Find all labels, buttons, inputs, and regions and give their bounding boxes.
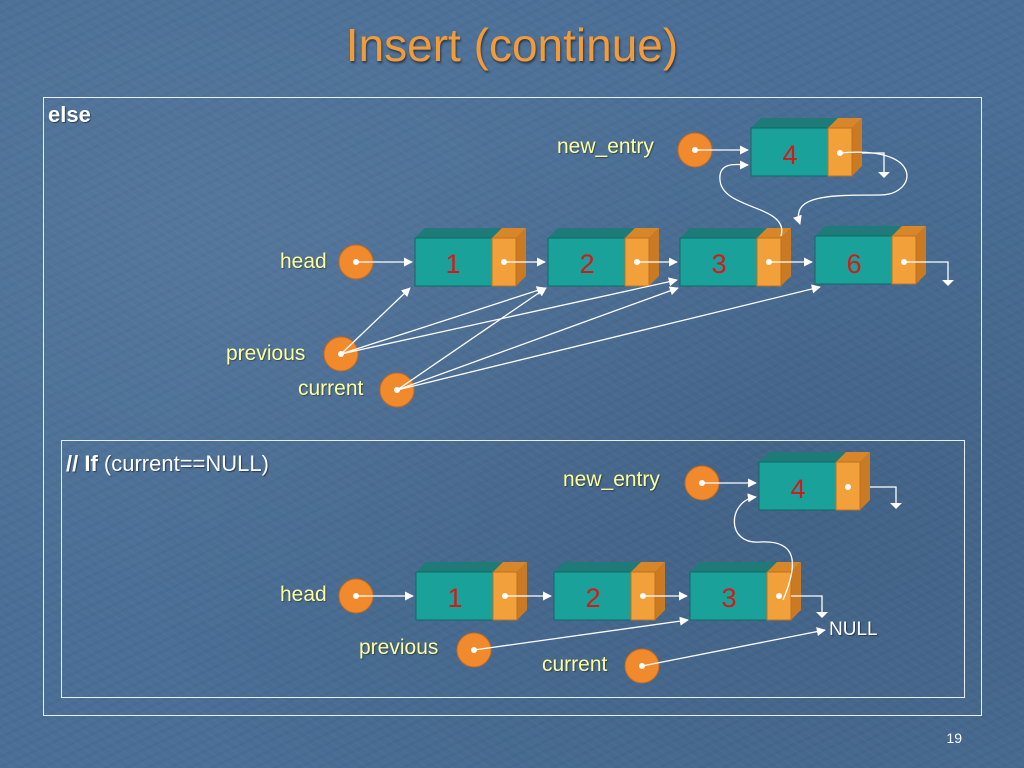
new-entry-label: new_entry <box>557 135 654 158</box>
node-2: 2 <box>547 228 659 287</box>
head-label-bottom: head <box>280 583 327 606</box>
null-label: NULL <box>829 619 878 640</box>
node-1-value: 1 <box>445 249 460 279</box>
page-number: 19 <box>946 730 962 746</box>
comment-prefix: // If <box>66 451 98 476</box>
node-6: 6 <box>814 226 926 285</box>
current-label: current <box>298 377 364 400</box>
new-node-4-bottom-value: 4 <box>790 474 805 504</box>
new-node-4-value: 4 <box>782 140 797 170</box>
node-3-bottom: 3 <box>689 562 801 621</box>
else-panel-frame <box>43 97 982 716</box>
else-label: else <box>48 102 91 127</box>
comment-condition: (current==NULL) <box>103 451 269 476</box>
node-3-bottom-value: 3 <box>721 583 736 613</box>
previous-label-bottom: previous <box>359 636 439 659</box>
node-2-bottom-value: 2 <box>585 583 600 613</box>
slide-title: Insert (continue) <box>345 19 679 71</box>
current-label-bottom: current <box>542 653 608 676</box>
node-6-value: 6 <box>846 249 861 279</box>
null-case-panel-frame <box>61 440 965 698</box>
node-3-value: 3 <box>711 249 726 279</box>
top-arrows <box>340 145 954 391</box>
node-1-bottom-value: 1 <box>447 583 462 613</box>
new-node-4: 4 <box>750 118 862 177</box>
previous-label: previous <box>226 342 306 365</box>
new-node-4-bottom: 4 <box>758 452 870 511</box>
bottom-arrows <box>356 478 902 667</box>
node-2-value: 2 <box>579 249 594 279</box>
node-1: 1 <box>414 228 526 287</box>
null-case-comment: // If (current==NULL) <box>66 451 269 477</box>
new-entry-label-bottom: new_entry <box>563 468 660 491</box>
node-2-bottom: 2 <box>553 562 665 621</box>
node-3: 3 <box>679 228 791 287</box>
head-label: head <box>280 250 327 273</box>
node-1-bottom: 1 <box>415 562 527 621</box>
